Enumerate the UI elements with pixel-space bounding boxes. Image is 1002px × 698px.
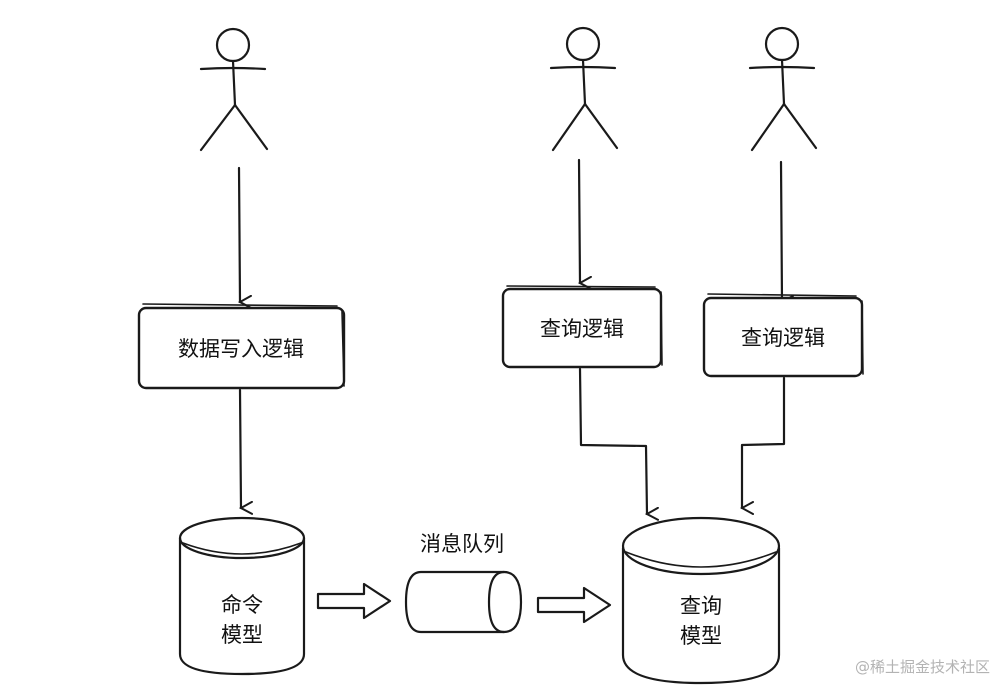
write-logic-label: 数据写入逻辑 <box>178 337 304 361</box>
user-reader-1-figure <box>549 26 619 152</box>
query-logic-left-label: 查询逻辑 <box>540 317 624 341</box>
arrow-writer-to-write-logic <box>237 166 240 302</box>
arrow-write-logic-to-command-model <box>238 388 241 508</box>
user-writer-figure <box>199 27 269 152</box>
arrow-reader1-to-query-logic <box>577 158 580 283</box>
command-model-store: 命令 模型 <box>178 516 306 676</box>
hollow-arrow-queue-to-query <box>536 586 612 624</box>
command-model-label-line2: 模型 <box>221 623 263 647</box>
message-queue-label: 消息队列 <box>420 532 504 556</box>
message-queue: 消息队列 <box>404 532 523 634</box>
arrow-query-left-to-query-model <box>578 367 647 514</box>
query-model-label-line2: 模型 <box>680 624 722 648</box>
hollow-arrow-command-to-queue <box>316 582 392 620</box>
arrow-query-right-to-query-model <box>742 376 786 508</box>
watermark-text: @稀土掘金技术社区 <box>855 658 990 676</box>
query-logic-box-right: 查询逻辑 <box>702 293 864 378</box>
write-logic-box: 数据写入逻辑 <box>137 303 346 390</box>
query-logic-right-label: 查询逻辑 <box>741 326 825 350</box>
user-reader-2-figure <box>748 26 818 152</box>
command-model-label-line1: 命令 <box>221 593 263 617</box>
query-model-label-line1: 查询 <box>680 594 722 618</box>
query-logic-box-left: 查询逻辑 <box>501 285 663 369</box>
query-model-store: 查询 模型 <box>621 516 781 685</box>
arrow-reader2-to-query-logic <box>779 160 782 302</box>
